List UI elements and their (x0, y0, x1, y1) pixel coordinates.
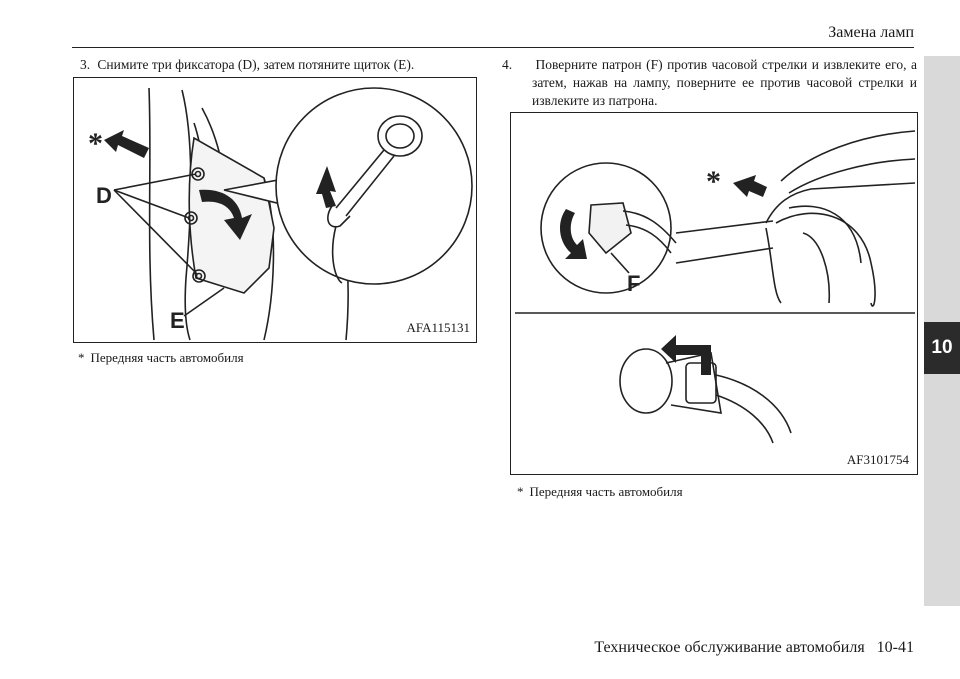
step-text: Поверните патрон (F) против часовой стре… (532, 57, 917, 108)
figure-headlamp-socket: * F AF3101754 (510, 112, 918, 475)
step-3: 3. Снимите три фиксатора (D), затем потя… (80, 56, 480, 74)
figure-note: * Передняя часть автомобиля (78, 350, 244, 366)
page-footer: Техническое обслуживание автомобиля 10-41 (594, 639, 914, 657)
note-marker: * (517, 484, 524, 499)
figure-code: AF3101754 (846, 452, 909, 467)
headlamp-socket-illustration: * F (515, 130, 916, 444)
note-text: Передняя часть автомобиля (90, 350, 244, 365)
step-number: 4. (502, 57, 513, 72)
page-header-title: Замена ламп (828, 24, 914, 41)
chapter-number-badge: 10 (924, 322, 960, 374)
figure-fender-liner: * D E AFA115131 (73, 77, 477, 343)
figure-note: * Передняя часть автомобиля (517, 484, 683, 500)
step-4: 4. Поверните патрон (F) против часовой с… (502, 56, 917, 110)
label-e: E (170, 308, 185, 333)
label-d: D (96, 183, 112, 208)
header-divider (72, 47, 914, 48)
label-f: F (627, 271, 640, 296)
note-text: Передняя часть автомобиля (529, 484, 683, 499)
fender-liner-illustration: * D E (88, 87, 473, 341)
figure-star-label: * (706, 165, 721, 198)
figure-star-label: * (88, 127, 103, 160)
figure-code: AFA115131 (406, 320, 470, 335)
page-number: 10-41 (876, 639, 914, 656)
step-text: Снимите три фиксатора (D), затем потянит… (97, 57, 415, 72)
note-marker: * (78, 350, 85, 365)
footer-section-title: Техническое обслуживание автомобиля (594, 639, 865, 656)
step-number: 3. (80, 57, 91, 72)
